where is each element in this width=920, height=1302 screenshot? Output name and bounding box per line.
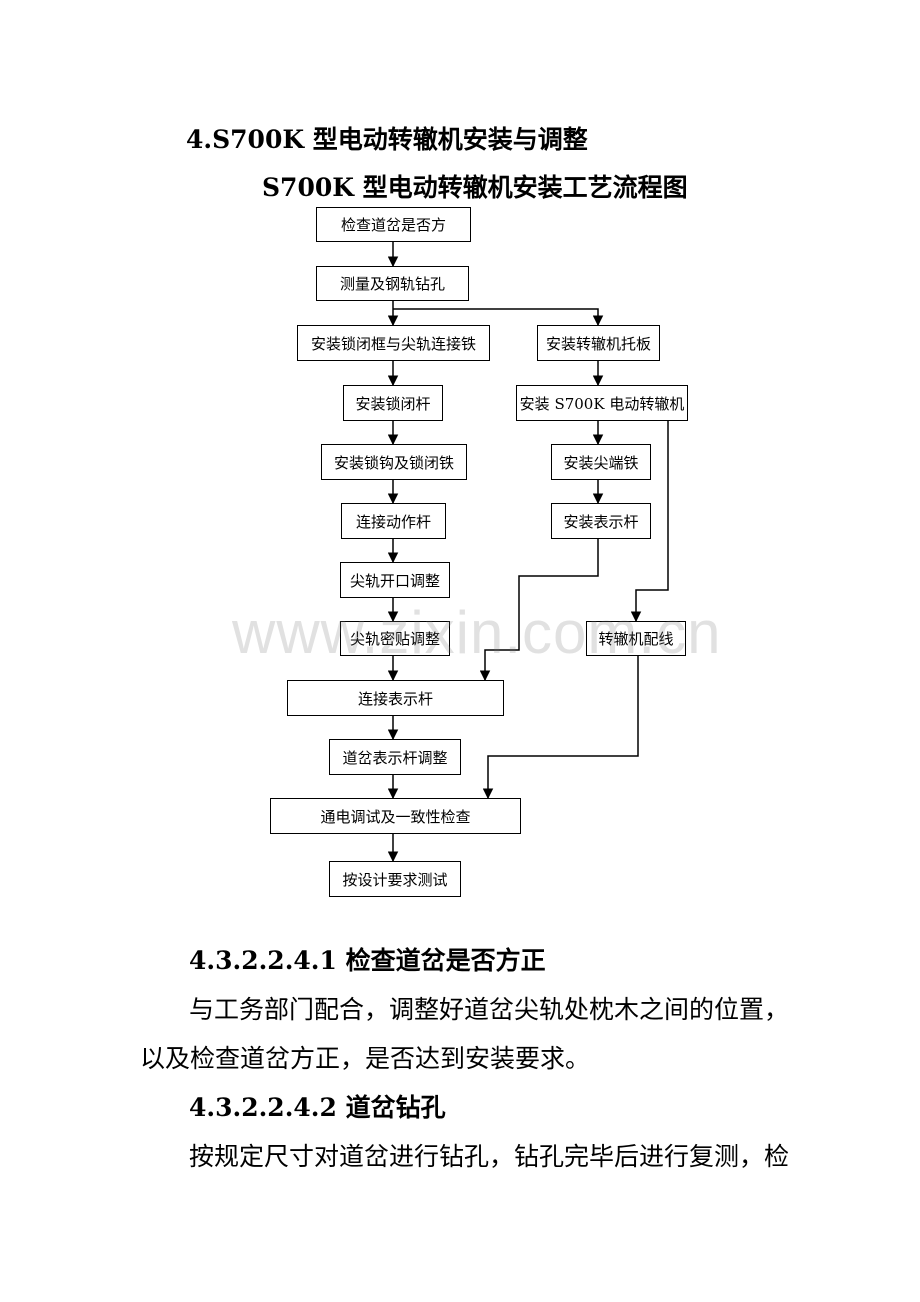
flow-box-power-test: 通电调试及一致性检查	[270, 798, 521, 834]
diagram-title: S700K 型电动转辙机安装工艺流程图	[262, 173, 688, 202]
flow-box-opening-adjust: 尖轨开口调整	[340, 562, 450, 598]
flow-box-indicator-rod-install: 安装表示杆	[551, 503, 651, 539]
paragraph-line: 与工务部门配合，调整好道岔尖轨处枕木之间的位置，	[189, 995, 790, 1024]
watermark: www.zixin.com.cn	[232, 599, 722, 666]
flow-box-machine-plate: 安装转辙机托板	[537, 325, 660, 361]
flow-box-wiring: 转辙机配线	[586, 621, 686, 656]
flow-box-lock-hook: 安装锁钩及锁闭铁	[321, 444, 467, 480]
flow-box-install-machine: 安装 S700K 电动转辙机	[516, 385, 688, 421]
flow-box-design-test: 按设计要求测试	[329, 861, 461, 897]
subsection-heading-1: 4.3.2.2.4.1 检查道岔是否方正	[189, 946, 546, 975]
flow-box-fit-adjust: 尖轨密贴调整	[340, 621, 450, 656]
flow-box-lock-rod: 安装锁闭杆	[343, 385, 443, 421]
flow-box-check: 检查道岔是否方	[316, 207, 471, 242]
flow-box-action-rod: 连接动作杆	[341, 503, 446, 539]
paragraph-line: 按规定尺寸对道岔进行钻孔，钻孔完毕后进行复测，检	[189, 1142, 790, 1171]
arrow-measure-plate	[393, 308, 604, 327]
flow-box-lock-frame: 安装锁闭框与尖轨连接铁	[297, 325, 490, 361]
arrow-wiring-powertest	[482, 656, 639, 800]
arrow-indicatorrod-connect	[479, 539, 599, 682]
flow-box-measure: 测量及钢轨钻孔	[316, 266, 469, 301]
flow-box-indicator-adjust: 道岔表示杆调整	[329, 739, 461, 775]
paragraph-line: 以及检查道岔方正，是否达到安装要求。	[140, 1044, 591, 1073]
subsection-heading-2: 4.3.2.2.4.2 道岔钻孔	[189, 1093, 446, 1122]
flow-box-tip-iron: 安装尖端铁	[551, 444, 651, 480]
arrow-machine-wiring	[630, 421, 669, 623]
section-heading: 4.S700K 型电动转辙机安装与调整	[186, 125, 588, 154]
flow-box-connect-indicator: 连接表示杆	[287, 680, 504, 716]
